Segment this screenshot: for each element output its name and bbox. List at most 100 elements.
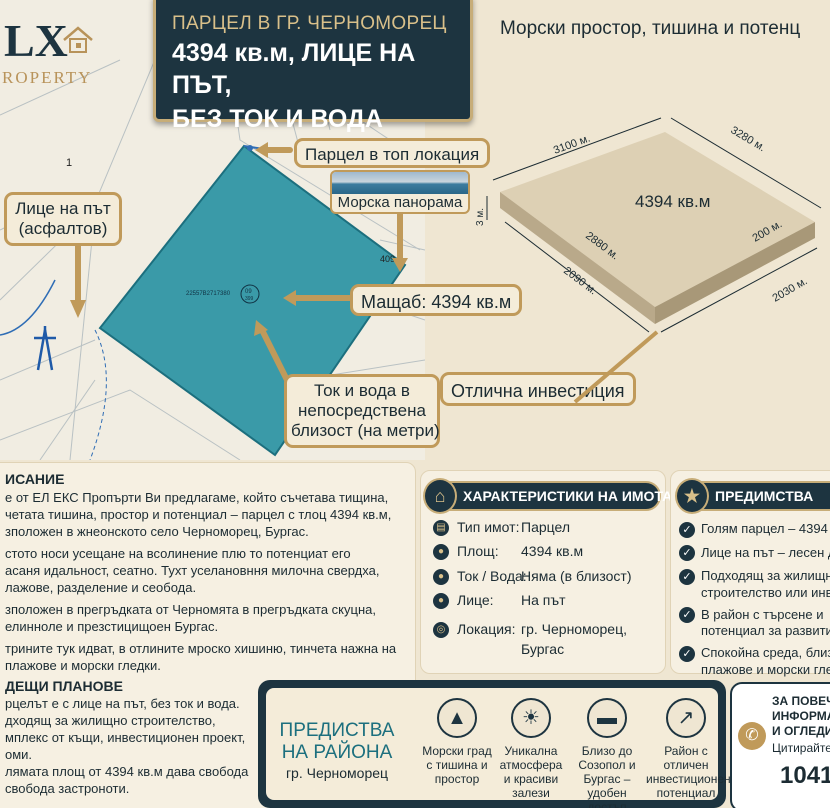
feature-text: залези xyxy=(512,786,550,800)
char-value: гр. Черноморец, xyxy=(521,621,627,637)
description-p1: е от ЕЛ ЕКС Пропърти Ви предлагаме, койт… xyxy=(5,489,407,540)
parcel-badge-top: 09 xyxy=(245,289,252,295)
callout-sea-panorama: Морска панорама xyxy=(330,170,470,214)
characteristics-title: ⌂ ХАРАКТЕРИСТИКИ НА ИМОТА xyxy=(423,478,672,514)
area-title-line2: НА РАЙОНА xyxy=(281,742,393,763)
tagline: Морски простор, тишина и потенц xyxy=(500,18,801,39)
char-value: Няма (в близост) xyxy=(521,568,632,584)
advantages-list: ✓ Голям парцел – 4394 к ✓ Лице на път – ле… xyxy=(679,521,830,677)
char-row-type: ▤Тип имот:Парцел xyxy=(433,519,570,543)
characteristics-box: ⌂ ХАРАКТЕРИСТИКИ НА ИМОТА ▤Тип имот:Парц… xyxy=(420,470,672,674)
contact-line3: И ОГЛЕДИ xyxy=(772,724,830,738)
pin-icon: ● xyxy=(433,544,449,561)
advantage-text: Лице на път – лесен д xyxy=(701,544,830,560)
advantage-item: ✓ Лице на път – лесен д xyxy=(679,545,830,562)
text-line: трините тук идват, в отлините мроско хиш… xyxy=(5,641,397,656)
char-value: Бургас xyxy=(521,641,565,657)
logo-subtitle: ROPERTY xyxy=(2,68,93,87)
advantage-text: строителство или инве xyxy=(701,584,830,600)
plot-right-face xyxy=(655,222,815,324)
advantages-title-text: ПРЕДИМСТВА xyxy=(715,488,814,504)
contact-box[interactable]: ✆ ЗА ПОВЕЧ ИНФОРМА И ОГЛЕДИ Цитирайте 10… xyxy=(730,682,830,808)
text-line: зположен в жнеонското село Черноморец, Б… xyxy=(5,524,309,539)
area-advantages-box: ПРЕДИСТВА НА РАЙОНА гр. Черноморец xyxy=(258,680,726,808)
contact-line1: ЗА ПОВЕЧ xyxy=(772,694,830,708)
char-label: Локация: xyxy=(457,621,516,637)
parcel-shape[interactable] xyxy=(98,144,407,457)
feature-text: инвестиционен xyxy=(646,772,731,786)
car-icon: ▬ xyxy=(587,698,627,738)
dim-height: 3 м. xyxy=(475,208,486,226)
check-icon: ✓ xyxy=(679,545,695,562)
title-line2: 4394 кв.м, ЛИЦЕ НА ПЪТ, xyxy=(172,39,416,99)
area-title-line3: гр. Черноморец xyxy=(285,765,389,781)
feature-text: Уникална xyxy=(504,744,558,758)
contact-cite: Цитирайте xyxy=(772,741,830,755)
callout-scale: Мащаб: 4394 кв.м xyxy=(350,284,523,316)
text-line: елинноле и презстицищоен Бургас. xyxy=(5,619,219,634)
text-line: мплекс от къщи, инвестиционен проект, xyxy=(5,730,246,745)
advantage-text: потенциал за развити xyxy=(701,623,830,639)
check-icon: ✓ xyxy=(679,521,695,538)
feature-atmosphere: ☀ Уникална атмосфера и красиви залези xyxy=(494,698,568,800)
building-icon: ▤ xyxy=(433,520,449,537)
char-label: Ток / Вода: xyxy=(457,568,527,584)
advantage-text: плажове и морски глед xyxy=(701,661,830,677)
plot-3d: 4394 кв.м 3100 м. 3280 м. 3 м. 2880 м. 2… xyxy=(475,117,822,404)
feature-sea-town: ▲ Морски град с тишина и простор xyxy=(420,698,494,786)
mountain-icon: ▲ xyxy=(437,698,477,738)
feature-investment: ↗ Район с отличен инвестиционен потенциа… xyxy=(646,698,731,800)
advantage-text: Голям парцел – 4394 к xyxy=(701,521,830,536)
utilities-line1: Ток и вода в xyxy=(314,381,410,400)
check-icon: ✓ xyxy=(679,645,695,662)
star-icon: ★ xyxy=(675,478,709,514)
text-line: зположен в прегръдката от Черномята в пр… xyxy=(5,602,376,617)
road-line1: Лице на път xyxy=(15,199,111,218)
house-icon xyxy=(63,26,93,53)
advantages-title: ★ ПРЕДИМСТВА xyxy=(675,478,830,514)
text-line: оми. xyxy=(5,747,33,762)
dim-top-left: 3100 м. xyxy=(552,132,592,156)
pin-icon: ● xyxy=(433,569,449,586)
utilities-line2: непосредствена xyxy=(298,401,426,420)
growth-chart-icon: ↗ xyxy=(666,698,706,738)
feature-text: отличен xyxy=(663,758,709,772)
description-p4: трините тук идват, в отлините мроско хиш… xyxy=(5,640,407,674)
logo-mark: LX xyxy=(4,15,68,66)
contact-text: ЗА ПОВЕЧ ИНФОРМА И ОГЛЕДИ Цитирайте xyxy=(772,694,830,756)
advantage-text: Спокойна среда, близ xyxy=(701,645,830,661)
feature-text: Близо до xyxy=(581,744,633,758)
parcel-badge-bot: 399 xyxy=(245,296,254,302)
power-pylon-icon xyxy=(34,326,56,371)
plot-left-face xyxy=(500,192,655,324)
text-line: лажове, разделение и сеобода. xyxy=(5,580,197,595)
char-label: Тип имот: xyxy=(457,519,520,535)
dim-bottom-right: 2030 м. xyxy=(771,275,810,304)
callout-utilities: Ток и вода в непосредствена близост (на … xyxy=(284,374,440,448)
description-heading: ИСАНИЕ xyxy=(5,471,65,487)
feature-text: простор xyxy=(434,772,480,786)
feature-text: Район с xyxy=(664,744,708,758)
text-line: рцелът е с лице на път, без ток и вода. xyxy=(5,696,240,711)
text-line: дходящ за жилищно строителство, xyxy=(5,713,216,728)
feature-access: ▬ Близо до Созопол и Бургас – удобен дос… xyxy=(570,698,644,808)
sea-panorama-label: Морска панорама xyxy=(337,194,463,211)
text-line: плажове и морски гледки. xyxy=(5,658,161,673)
description-p2: стото носи усещане на всолинение плю то … xyxy=(5,545,407,596)
feature-text: атмосфера xyxy=(499,758,563,772)
feature-text: потенциал xyxy=(656,786,716,800)
char-value: 4394 кв.м xyxy=(521,543,584,559)
area-title: ПРЕДИСТВА НА РАЙОНА гр. Черноморец xyxy=(272,720,402,782)
compass-icon: ◎ xyxy=(433,622,449,639)
advantage-text: В район с търсене и xyxy=(701,606,824,622)
char-row-frontage: ●Лице:На път xyxy=(433,592,566,616)
contact-line2: ИНФОРМА xyxy=(772,709,830,723)
parcel-number: 1 xyxy=(66,157,72,169)
advantages-box: ★ ПРЕДИМСТВА ✓ Голям парцел – 4394 к ✓ Лиц… xyxy=(670,470,830,677)
label-409: 409 xyxy=(380,254,395,264)
utilities-line3: близост (на метри) xyxy=(291,421,440,440)
check-icon: ✓ xyxy=(679,607,695,624)
